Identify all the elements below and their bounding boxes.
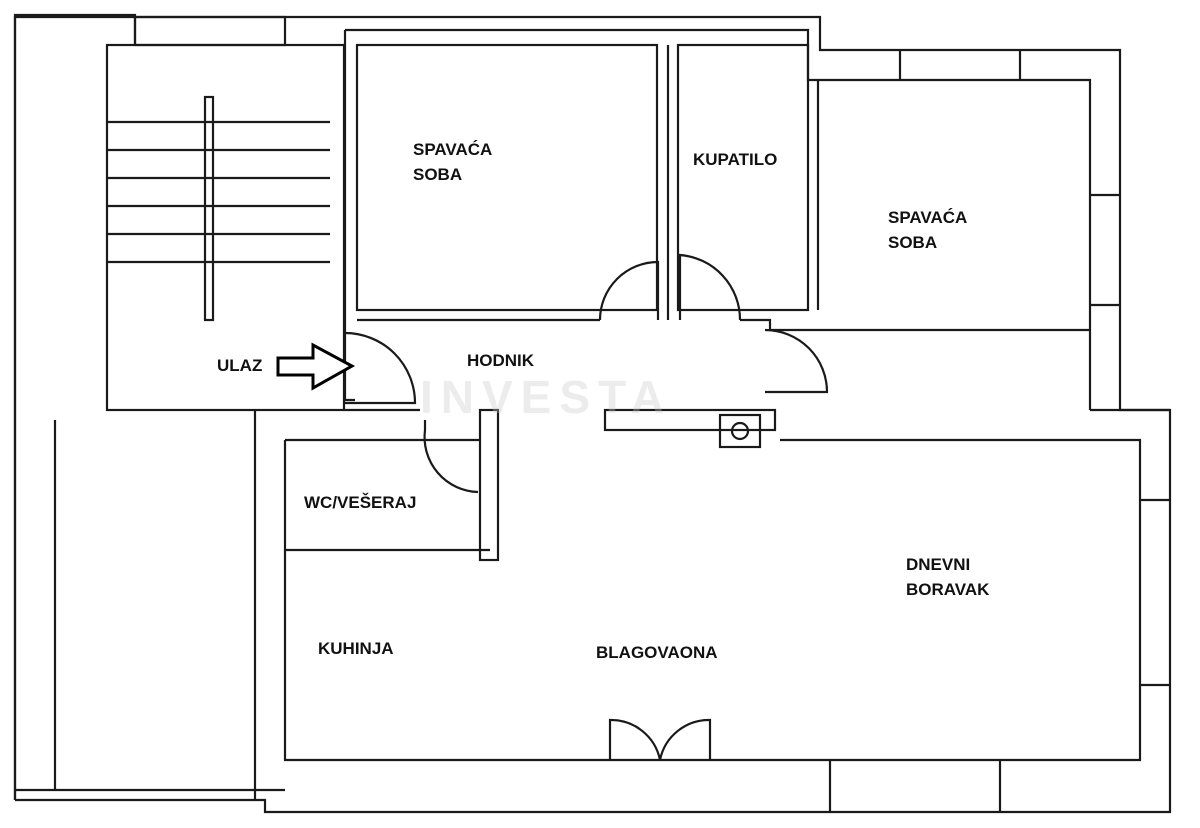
living-room-walls [283, 438, 1142, 762]
label-entrance: ULAZ [217, 356, 263, 375]
label-living-room: DNEVNI BORAVAK [906, 555, 990, 599]
windows [828, 50, 1170, 812]
bathroom-walls [676, 43, 810, 312]
outer-wall-inner [345, 28, 1092, 410]
label-kitchen: KUHINJA [318, 639, 394, 658]
outer-wall-outer [13, 13, 137, 800]
door-entrance [344, 331, 417, 405]
chimney [718, 413, 762, 449]
label-bedroom-2: SPAVAĆA SOBA [888, 208, 968, 252]
label-hallway: HODNIK [467, 351, 535, 370]
door-wc [423, 420, 479, 494]
label-bedroom-1: SPAVAĆA SOBA [413, 140, 493, 184]
door-bathroom [678, 253, 742, 321]
label-wc-laundry: WC/VEŠERAJ [304, 493, 417, 512]
door-balcony [608, 718, 712, 761]
stair-rail [203, 95, 215, 322]
bedroom-1-walls [355, 43, 659, 312]
door-bedroom-1 [598, 260, 660, 321]
label-bathroom: KUPATILO [693, 150, 778, 169]
watermark-logo: INVESTA [420, 371, 672, 423]
label-dining: BLAGOVAONA [596, 643, 718, 662]
door-bedroom-2 [764, 328, 829, 394]
staircase-top [133, 15, 287, 47]
stair-steps [107, 120, 330, 264]
entrance-arrow-icon [276, 342, 356, 391]
